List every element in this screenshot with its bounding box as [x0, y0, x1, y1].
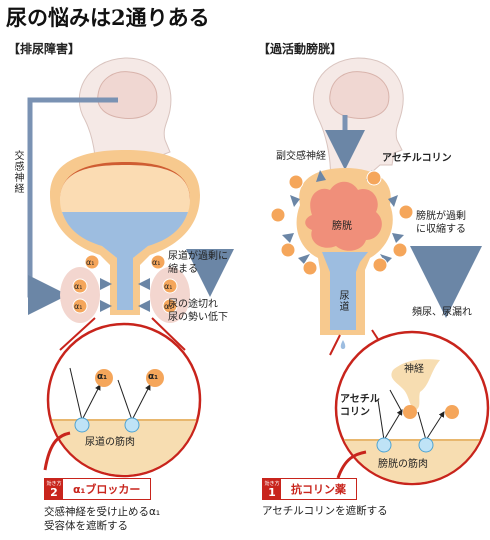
anticholinergic-badge: 効き方 1 抗コリン薬: [262, 478, 357, 500]
receptor-label: α₁: [86, 258, 95, 267]
urethra-contract-note: 尿道が過剰に 縮まる: [168, 251, 228, 275]
urethra-label: 尿道: [337, 290, 348, 312]
left-bladder: [50, 150, 200, 315]
receptor-label: α₁: [164, 302, 173, 311]
treatment-kicker: 効き方: [46, 480, 62, 487]
right-section-heading: 【過活動膀胱】: [258, 42, 343, 56]
zoom-nerve-label: 神経: [404, 364, 424, 375]
left-zoom-paths: [69, 367, 151, 421]
receptor-label: α₁: [152, 258, 161, 267]
left-zoom-molecules: [74, 369, 164, 433]
right-result-text: 頻尿、尿漏れ: [412, 307, 472, 318]
alpha-blocker-badge: 効き方 2 α₁ブロッカー: [44, 478, 152, 500]
receptor-label: α₁: [97, 372, 108, 382]
bladder-contract-note: 膀胱が過剰 に収縮する: [416, 211, 466, 235]
sympathetic-nerve-label: 交感神経: [12, 150, 23, 194]
receptor-label: α₁: [74, 302, 83, 311]
treatment-number: 1: [268, 485, 276, 499]
right-bladder: [296, 168, 393, 349]
left-squeeze-arrows: [100, 278, 150, 312]
treatment-number: 2: [50, 485, 58, 499]
page-title: 尿の悩みは2通りある: [6, 5, 210, 30]
left-section-heading: 【排尿障害】: [8, 42, 81, 56]
right-badge-arrow: [336, 450, 367, 479]
right-zoom-paths: [377, 389, 445, 441]
treatment-kicker: 効き方: [264, 480, 280, 487]
receptor-label: α₁: [148, 372, 159, 382]
acetylcholine-label: アセチルコリン: [382, 153, 452, 164]
left-badge-arrow: [43, 431, 71, 471]
parasympathetic-nerve-label: 副交感神経: [276, 151, 326, 162]
right-acetylcholine-dots: [270, 170, 414, 276]
bladder-muscle-label: 膀胱の筋肉: [378, 459, 428, 470]
left-zoom-connector: [59, 317, 186, 351]
left-caption: 交感神経を受け止めるα₁ 受容体を遮断する: [44, 506, 161, 532]
treatment-number-box: 効き方 1: [263, 479, 281, 499]
treatment-name: 抗コリン薬: [291, 483, 346, 496]
left-receptor-dots: [72, 254, 178, 314]
urethra-muscle-label: 尿道の筋肉: [85, 437, 135, 448]
right-nerve-ending: [391, 359, 440, 410]
treatment-name: α₁ブロッカー: [73, 483, 141, 496]
left-result-text: 尿の途切れ 尿の勢い低下: [168, 299, 228, 323]
treatment-number-box: 効き方 2: [45, 479, 63, 499]
right-zoom-molecules: [376, 405, 459, 453]
receptor-label: α₁: [164, 282, 173, 291]
left-receptor-clusters: [60, 267, 190, 323]
right-caption: アセチルコリンを遮断する: [262, 505, 388, 517]
receptor-label: α₁: [74, 282, 83, 291]
bladder-label: 膀胱: [332, 221, 352, 232]
right-head-illustration: [313, 57, 404, 186]
left-nerve-arrow: [27, 97, 118, 315]
zoom-acetylcholine-label: アセチル コリン: [340, 394, 380, 418]
